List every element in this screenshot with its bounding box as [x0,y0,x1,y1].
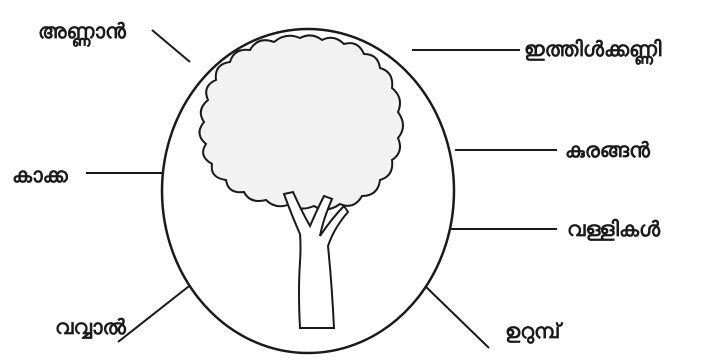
connector-top-left [151,29,191,63]
label-crow: കാക്ക [12,163,68,187]
label-bat: വവ്വാൽ [55,315,126,339]
label-creepers: വള്ളികൾ [567,217,661,241]
connector-bottom-left [117,282,194,343]
label-mistletoe: ഇത്തിൾക്കണ്ണി [524,37,662,61]
tree-icon [198,34,404,329]
label-monkey: കുരങ്ങൻ [565,138,650,162]
tree-crown [198,34,404,211]
connector-bottom-right [421,282,490,349]
label-ant: ഉറുമ്പ് [505,319,561,343]
tree-trunk [282,190,350,329]
label-squirrel: അണ്ണാൻ [38,19,126,43]
connector-lines [86,29,557,349]
